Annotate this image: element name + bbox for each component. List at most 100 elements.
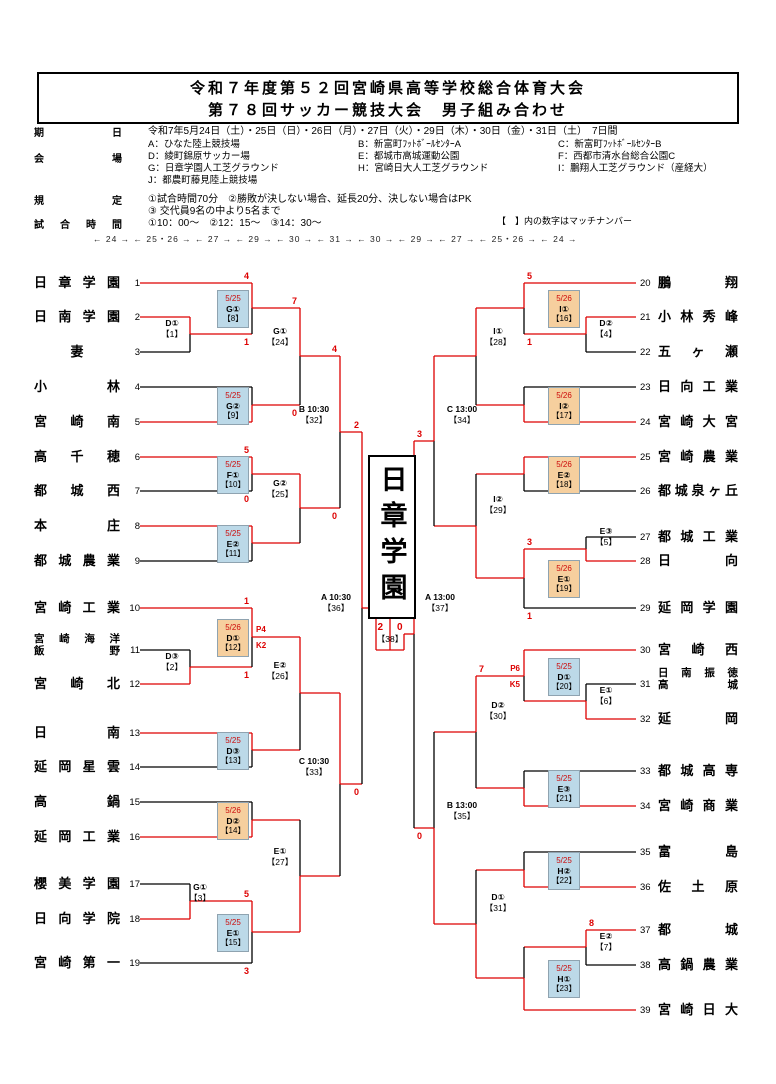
team-name: 小林	[34, 379, 120, 394]
match-label: G① 【24】	[258, 326, 302, 348]
match-venue-slot: G②	[226, 400, 240, 411]
venue-cell: C：新富町ﾌｯﾄﾎﾞｰﾙｾﾝﾀｰB	[558, 139, 662, 150]
match-date: 5/26	[556, 390, 572, 400]
match-venue-slot: F①	[226, 469, 240, 480]
match-venue-slot: I①	[559, 303, 569, 314]
match-date: 5/26	[556, 563, 572, 573]
team-name: 宮崎西	[658, 642, 738, 657]
team-name: 日南	[34, 725, 120, 740]
match-number: 【17】	[551, 411, 577, 421]
match-date: 5/25	[556, 661, 572, 671]
team-entry: 延岡工業 16	[34, 829, 140, 845]
team-seed-number: 33	[640, 766, 651, 777]
svg-text:1: 1	[527, 337, 532, 347]
team-entry: 36 佐土原	[640, 879, 740, 895]
match-venue-slot: H②	[557, 865, 571, 876]
svg-text:3: 3	[527, 537, 532, 547]
match-number: 【18】	[551, 480, 577, 490]
team-entry: 宮崎工業 10	[34, 600, 140, 616]
match-label: D① 【1】	[150, 318, 194, 340]
team-seed-number: 4	[134, 382, 140, 393]
match-venue-slot: E③	[557, 783, 571, 794]
svg-text:0: 0	[397, 622, 403, 633]
svg-text:P4: P4	[256, 625, 266, 634]
team-name: 本庄	[34, 518, 120, 533]
team-entry: 26 都城泉ヶ丘	[640, 483, 740, 499]
team-name: 都城	[658, 922, 738, 937]
team-name: 都城泉ヶ丘	[658, 483, 738, 498]
match-venue-slot: D①	[226, 632, 240, 643]
team-seed-number: 21	[640, 312, 651, 323]
team-subname: 飯野	[34, 645, 120, 657]
match-box: 5/25 E③ 【21】	[548, 770, 580, 808]
venue-cell: G：日章学園人工芝グラウンド	[148, 163, 279, 174]
team-seed-number: 25	[640, 452, 651, 463]
match-venue-slot: B 10:30	[298, 404, 330, 414]
svg-text:5: 5	[527, 271, 532, 281]
svg-text:2: 2	[377, 622, 383, 633]
label-venues: 会場	[34, 154, 122, 165]
team-seed-number: 18	[129, 914, 140, 925]
venue-row: J：都農町藤見陸上競技場	[148, 172, 713, 186]
match-number: 【36】	[322, 603, 350, 614]
match-number: 【14】	[220, 826, 246, 836]
venue-row: A：ひなた陸上競技場 B：新富町ﾌｯﾄﾎﾞｰﾙｾﾝﾀｰA C：新富町ﾌｯﾄﾎﾞｰ…	[148, 136, 713, 150]
match-venue-slot: D②	[599, 318, 613, 328]
match-venue-slot: E①	[557, 573, 571, 584]
match-box: 5/25 H② 【22】	[548, 852, 580, 890]
round-dates-row: ← 24 → ← 25・26 → ← 27 → ← 29 → ← 30 → ← …	[93, 234, 578, 244]
team-name: 宮崎工業	[34, 600, 120, 615]
svg-text:1: 1	[244, 337, 249, 347]
team-name: 日向工業	[658, 379, 738, 394]
team-entry: 宮崎海洋 飯野 11	[34, 634, 140, 658]
team-seed-number: 15	[129, 797, 140, 808]
team-name: 高鍋	[34, 794, 120, 809]
match-number: 【12】	[220, 643, 246, 653]
team-seed-number: 31	[640, 679, 651, 690]
match-date: 5/25	[225, 735, 241, 745]
match-box: 5/25 H① 【23】	[548, 960, 580, 998]
team-entry: 小林 4	[34, 379, 140, 395]
match-number: 【33】	[300, 767, 328, 778]
match-venue-slot: E②	[599, 931, 613, 941]
team-entry: 宮崎北 12	[34, 676, 140, 692]
svg-text:8: 8	[589, 918, 594, 928]
match-venue-slot: A 10:30	[321, 592, 351, 602]
team-seed-number: 22	[640, 347, 651, 358]
match-box: 5/26 E① 【19】	[548, 560, 580, 598]
team-seed-number: 23	[640, 382, 651, 393]
team-name: 五ヶ瀬	[658, 344, 738, 359]
match-number: 【23】	[551, 984, 577, 994]
venue-cell: F：西都市清水台総合公園C	[558, 151, 676, 162]
team-seed-number: 37	[640, 925, 651, 936]
team-name: 日章学園	[34, 275, 120, 290]
match-label: D① 【31】	[476, 892, 520, 914]
match-box: 5/25 F① 【10】	[217, 456, 249, 494]
team-name: 都城西	[34, 483, 120, 498]
team-name: 鵬翔	[658, 275, 738, 290]
svg-text:3: 3	[244, 966, 249, 976]
match-number: 【5】	[595, 537, 617, 548]
match-venue-slot: E②	[557, 469, 571, 480]
team-name: 都城農業	[34, 553, 120, 568]
match-venue-slot: D①	[491, 892, 505, 902]
team-seed-number: 17	[129, 879, 140, 890]
team-seed-number: 13	[129, 728, 140, 739]
svg-text:1: 1	[244, 596, 249, 606]
team-entry: 高鍋 15	[34, 794, 140, 810]
team-seed-number: 20	[640, 278, 651, 289]
svg-text:5: 5	[244, 889, 249, 899]
team-name: 宮崎海洋	[34, 633, 120, 645]
team-name: 富島	[658, 844, 738, 859]
team-seed-number: 28	[640, 556, 651, 567]
team-name: 日南振徳	[658, 667, 738, 679]
match-number: 【29】	[484, 505, 512, 516]
match-number: 【25】	[266, 489, 294, 500]
svg-text:7: 7	[479, 664, 484, 674]
match-venue-slot: D③	[165, 651, 179, 661]
champion-box: 日章学園	[368, 455, 416, 619]
match-date: 5/25	[556, 773, 572, 783]
svg-text:0: 0	[354, 787, 359, 797]
match-venue-slot: E③	[599, 526, 613, 536]
